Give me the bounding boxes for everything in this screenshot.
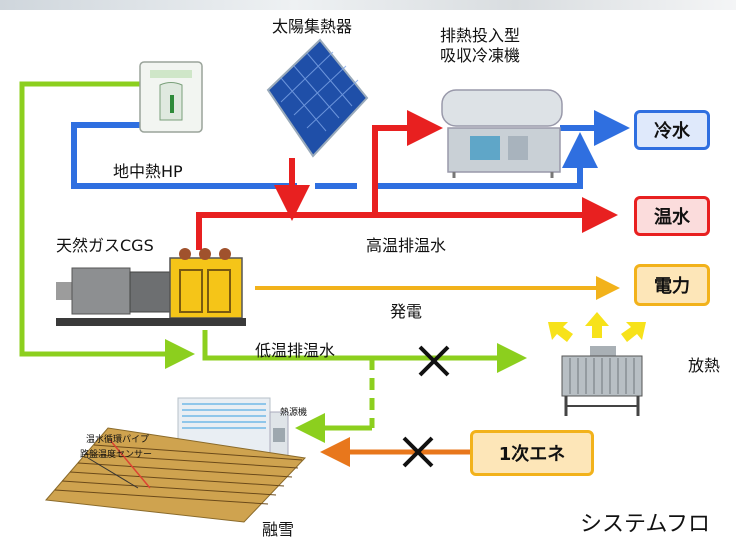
heat-release-label: 放熱 <box>688 356 721 375</box>
cross-mark-primary <box>402 436 434 468</box>
hot-water-box: 温水 <box>634 196 710 236</box>
heat-source-label: 熱源機 <box>280 408 308 418</box>
cold-water-line <box>71 122 255 189</box>
snow-melting-label: 融雪 <box>262 520 295 539</box>
heat-release-arrows <box>548 312 646 342</box>
absorption-chiller-icon <box>441 89 563 178</box>
high-temp-water-label: 高温排温水 <box>366 236 447 255</box>
snow-melting-illustration <box>45 397 307 523</box>
gas-cgs-icon <box>56 248 246 326</box>
system-flow-caption: システムフロ <box>580 512 711 537</box>
gas-cgs-label: 天然ガスCGS <box>56 236 154 255</box>
solar-collector-icon <box>266 38 369 158</box>
cooling-tower-icon <box>561 346 643 416</box>
ground-heat-pump-icon <box>139 61 203 133</box>
cold-water-box: 冷水 <box>634 110 710 150</box>
hot-water-main <box>196 197 618 250</box>
absorption-chiller-label-line1: 排熱投入型 <box>440 26 521 45</box>
absorption-chiller-label-line2: 吸収冷凍機 <box>440 46 521 65</box>
low-temp-left-loop <box>19 81 195 369</box>
cold-water-line-end <box>395 132 598 189</box>
electricity-box: 電力 <box>634 264 710 306</box>
cross-mark-low-temp <box>418 345 450 377</box>
hot-water-to-chiller <box>372 110 443 215</box>
low-temp-water-label: 低温排温水 <box>255 341 336 360</box>
low-temp-main <box>202 330 527 373</box>
solar-collector-label: 太陽集熱器 <box>272 17 353 36</box>
sensor-label: 路盤温度センサー <box>80 450 153 460</box>
power-generation-label: 発電 <box>390 302 423 321</box>
primary-energy-box: 1次エネ <box>470 430 594 476</box>
ground-hp-label: 地中熱HP <box>113 162 183 181</box>
top-photo-strip <box>0 0 736 10</box>
pipe-label: 温水循環パイプ <box>86 435 150 445</box>
